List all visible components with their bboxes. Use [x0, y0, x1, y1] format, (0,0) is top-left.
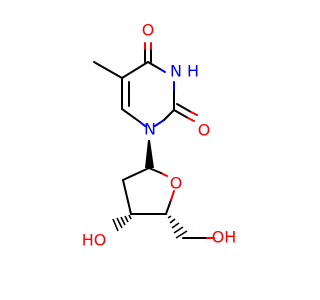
thymidine-structure-svg: O N H O N O HO OH [82, 21, 237, 250]
bond-c2prime-c3prime [122, 179, 132, 215]
molecule-diagram: O N H O N O HO OH [82, 21, 237, 250]
atom-o-carbonyl: O [198, 121, 211, 140]
atom-n3: N [170, 62, 182, 81]
bond-o4prime-c1prime-red [160, 172, 168, 177]
atom-ho-left: HO [82, 231, 107, 250]
bond-n1-c2-black [163, 109, 175, 121]
bond-n3-c4-black [147, 61, 161, 70]
bond-n1-c2 [154, 119, 165, 127]
bond-c2-o-red-1 [187, 117, 195, 122]
bond-o4prime-c1prime-black [148, 167, 162, 174]
bond-c6-n1 [121, 108, 141, 123]
wedge-n1-c1prime [145, 140, 154, 168]
atom-o-ring: O [170, 174, 183, 193]
bond-c2-o-red-2 [190, 111, 198, 116]
atom-oh-right: OH [212, 228, 237, 247]
bond-c2-o-black-2 [176, 103, 192, 113]
atom-n1: N [144, 120, 156, 139]
bond-c4prime-o4prime-red [170, 190, 175, 201]
atom-h3: H [187, 62, 199, 81]
bond-c4-c5 [121, 61, 149, 79]
bond-c1prime-c2prime [122, 167, 150, 181]
hash-bond-c3prime-oh [112, 214, 132, 232]
bond-c5-methyl [93, 61, 123, 79]
hash-bond-c4prime-c5prime [167, 215, 188, 239]
bond-c4prime-o4prime-black [165, 199, 172, 215]
bond-c2-o-black-1 [173, 109, 189, 119]
bond-c6-n1-blue [139, 121, 146, 127]
atom-o-top: O [142, 21, 155, 40]
